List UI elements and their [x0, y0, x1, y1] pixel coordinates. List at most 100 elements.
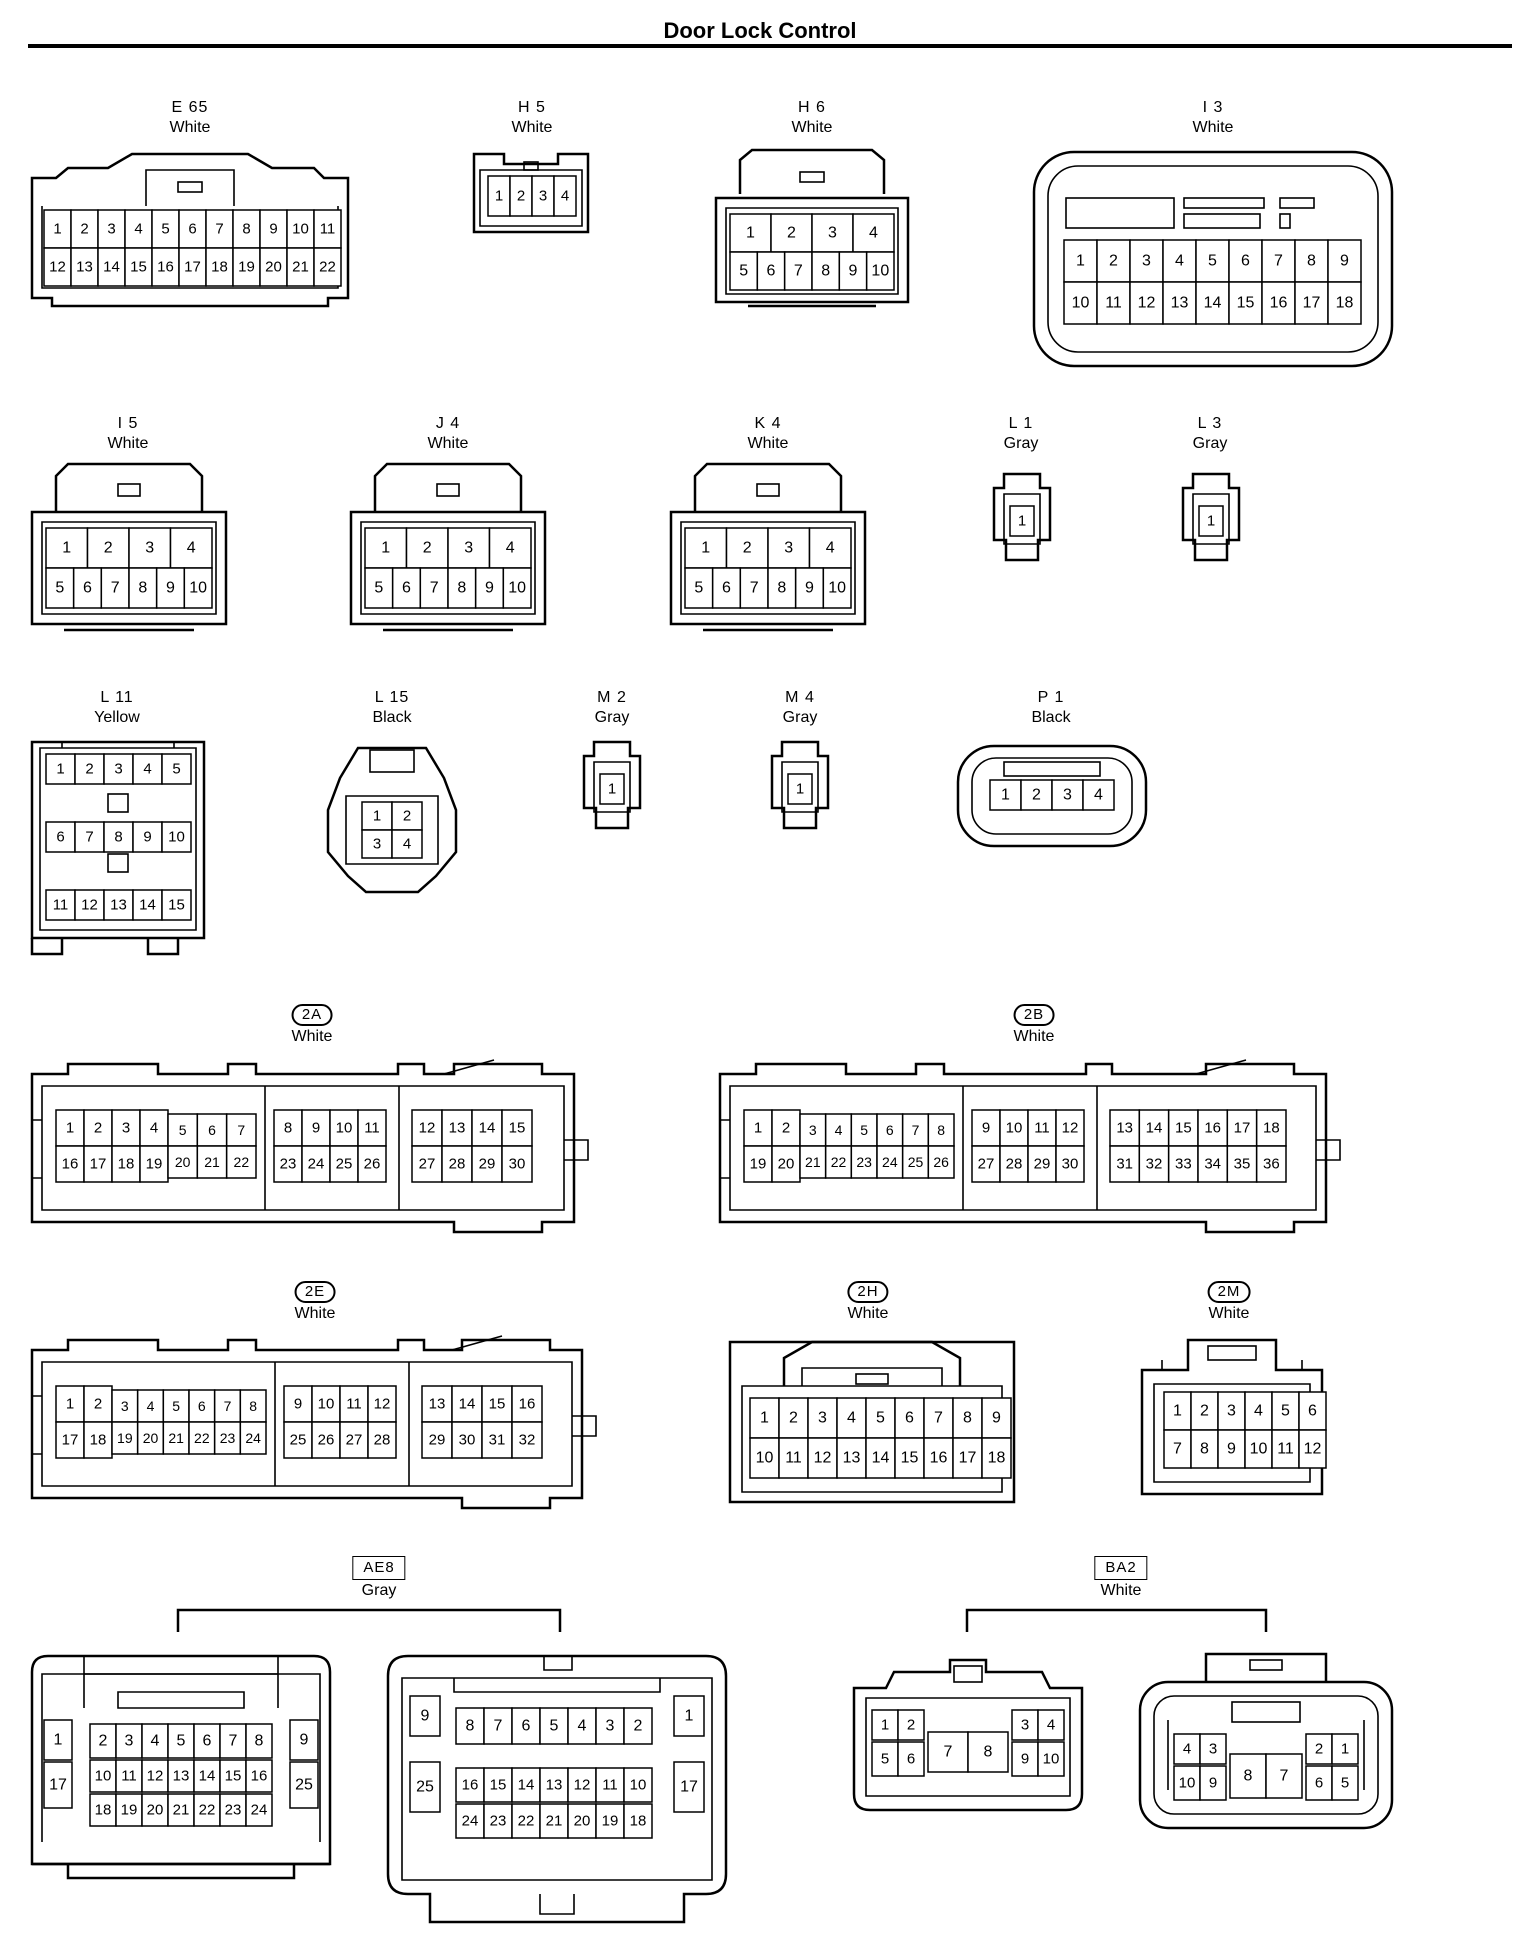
pin-number: 1: [754, 1120, 762, 1137]
pin-number: 4: [187, 540, 196, 557]
pin-2: 2: [405, 527, 449, 569]
pin-4: 4: [136, 1389, 165, 1423]
pin-number: 3: [818, 1410, 827, 1427]
pin-26: 26: [357, 1145, 387, 1183]
pin-number: 24: [245, 1430, 261, 1446]
pin-1: 1: [787, 773, 813, 805]
pin-number: 31: [1116, 1156, 1133, 1173]
pin-number: 17: [90, 1156, 107, 1173]
pin-number: 22: [831, 1154, 847, 1170]
pin-number: 9: [269, 221, 277, 238]
pin-3: 3: [103, 753, 134, 785]
pin-number: 9: [982, 1120, 990, 1137]
pin-6: 6: [178, 209, 207, 249]
pin-number: 11: [364, 1120, 380, 1137]
pin-number: 23: [280, 1156, 297, 1173]
pin-number: 32: [519, 1432, 536, 1449]
pin-13: 13: [421, 1385, 453, 1423]
pin-number: 29: [479, 1156, 496, 1173]
connector-code: BA2: [1094, 1556, 1148, 1580]
pin-13: 13: [441, 1109, 473, 1147]
pin-number: 21: [292, 259, 309, 276]
connector-code: 2H: [847, 1281, 889, 1303]
pin-number: 9: [300, 1732, 309, 1749]
pin-20: 20: [259, 247, 288, 287]
pin-20: 20: [771, 1145, 801, 1183]
pin-20: 20: [141, 1793, 169, 1827]
pin-number: 15: [1175, 1120, 1192, 1137]
pin-7: 7: [1265, 1753, 1303, 1799]
pin-number: 19: [750, 1156, 767, 1173]
pin-number: 4: [1047, 1717, 1055, 1734]
pin-4: 4: [488, 527, 532, 569]
pin-4: 4: [852, 213, 895, 253]
pin-2: 2: [1096, 239, 1131, 283]
pin-8: 8: [245, 1723, 273, 1759]
pin-number: 25: [908, 1154, 924, 1170]
pin-3: 3: [1051, 779, 1084, 811]
pin-22: 22: [313, 247, 342, 287]
pin-number: 20: [175, 1154, 191, 1170]
pin-1: 1: [43, 1719, 73, 1761]
pin-number: 6: [767, 263, 776, 280]
pin-15: 15: [1167, 1109, 1199, 1147]
pin-number: 12: [419, 1120, 436, 1137]
pin-number: 26: [318, 1432, 335, 1449]
pin-22: 22: [225, 1145, 257, 1179]
pin-number: 20: [574, 1813, 591, 1830]
pin-10: 10: [1063, 281, 1098, 325]
pin-17: 17: [1226, 1109, 1258, 1147]
pin-number: 25: [336, 1156, 353, 1173]
pin-number: 28: [1006, 1156, 1023, 1173]
pin-number: 8: [466, 1718, 475, 1735]
pin-14: 14: [1195, 281, 1230, 325]
pin-number: 4: [134, 221, 142, 238]
pin-number: 4: [147, 1398, 155, 1414]
pin-9: 9: [1011, 1741, 1039, 1777]
pin-number: 27: [419, 1156, 436, 1173]
pin-7: 7: [213, 1389, 242, 1423]
pin-number: 16: [462, 1777, 479, 1794]
pin-number: 21: [546, 1813, 563, 1830]
pin-number: 6: [886, 1122, 894, 1138]
pin-number: 11: [53, 897, 69, 914]
pin-1: 1: [45, 527, 89, 569]
pin-number: 1: [608, 781, 616, 798]
pin-number: 13: [76, 259, 93, 276]
pin-number: 1: [760, 1410, 769, 1427]
pin-number: 15: [1237, 295, 1255, 312]
pin-number: 3: [1209, 1741, 1217, 1758]
pin-6: 6: [1298, 1391, 1327, 1431]
pin-5: 5: [364, 567, 394, 609]
connector-code: J 4: [435, 415, 461, 432]
pin-number: 8: [1244, 1768, 1253, 1785]
connector-code: L 15: [374, 689, 410, 706]
pin-35: 35: [1226, 1145, 1258, 1183]
pin-number: 2: [517, 188, 525, 205]
pin-number: 1: [495, 188, 503, 205]
pin-number: 14: [518, 1777, 535, 1794]
pin-number: 10: [756, 1450, 774, 1467]
pin-number: 3: [122, 1120, 130, 1137]
pin-number: 30: [509, 1156, 526, 1173]
pin-5: 5: [1331, 1765, 1359, 1801]
pin-number: 7: [750, 580, 759, 597]
pin-6: 6: [391, 567, 422, 609]
pin-11: 11: [1027, 1109, 1057, 1147]
pin-number: 10: [318, 1396, 335, 1413]
pin-number: 17: [49, 1777, 67, 1794]
pin-2: 2: [86, 527, 130, 569]
pin-number: 6: [188, 221, 196, 238]
pin-4: 4: [1082, 779, 1115, 811]
pin-13: 13: [1162, 281, 1197, 325]
connector-code: E 65: [171, 99, 209, 116]
pin-number: 7: [224, 1398, 232, 1414]
pin-number: 6: [83, 580, 92, 597]
pin-4: 4: [824, 1113, 853, 1147]
pin-21: 21: [799, 1145, 827, 1179]
pin-16: 16: [245, 1759, 273, 1793]
pin-number: 23: [856, 1154, 872, 1170]
pin-14: 14: [451, 1385, 483, 1423]
